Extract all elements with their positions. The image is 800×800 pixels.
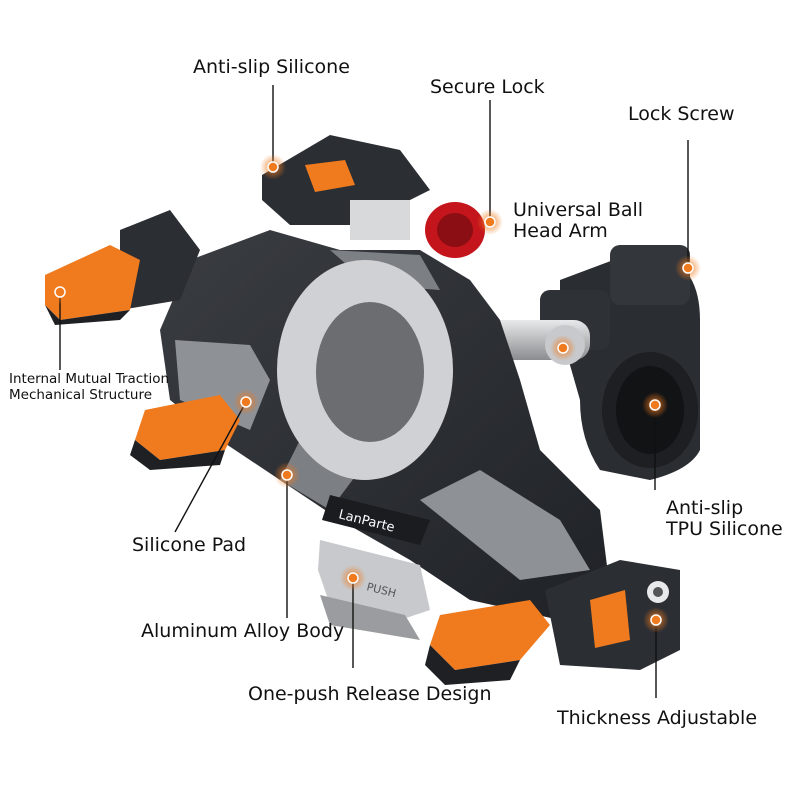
label-anti-slip-silicone: Anti-slip Silicone <box>193 56 350 78</box>
label-silicone-pad: Silicone Pad <box>132 534 247 556</box>
marker-internal-traction <box>47 279 73 305</box>
marker-anti-slip-silicone <box>260 154 286 180</box>
one-push-release <box>318 540 430 640</box>
label-mechanical-structure: Mechanical Structure <box>9 387 153 403</box>
leader-lines <box>59 85 689 698</box>
left-silicone-pad <box>130 395 240 470</box>
label-thickness-adjustable: Thickness Adjustable <box>557 707 758 729</box>
marker-secure-lock <box>477 209 503 235</box>
marker-one-push <box>340 565 366 591</box>
label-tpu-silicone: TPU Silicone <box>666 518 783 540</box>
marker-aluminum-body <box>274 462 300 488</box>
marker-thickness <box>643 607 669 633</box>
aluminum-body <box>160 230 610 620</box>
label-aluminum-alloy-body: Aluminum Alloy Body <box>141 620 345 642</box>
bottom-right-clamp <box>425 560 680 685</box>
label-anti-slip: Anti-slip <box>666 497 744 519</box>
label-secure-lock: Secure Lock <box>430 76 545 98</box>
callout-markers <box>47 154 701 633</box>
label-universal-ball: Universal Ball <box>513 199 644 221</box>
label-lock-screw: Lock Screw <box>628 103 735 125</box>
label-head-arm: Head Arm <box>513 220 608 242</box>
label-internal-traction: Internal Mutual Traction <box>9 371 170 387</box>
marker-silicone-pad <box>233 389 259 415</box>
marker-tpu-silicone <box>642 392 668 418</box>
marker-ball-head-arm <box>550 335 576 361</box>
handlebar-clamp <box>540 245 700 480</box>
top-clamp <box>262 135 485 258</box>
label-one-push-release: One-push Release Design <box>248 683 492 705</box>
marker-lock-screw <box>675 255 701 281</box>
